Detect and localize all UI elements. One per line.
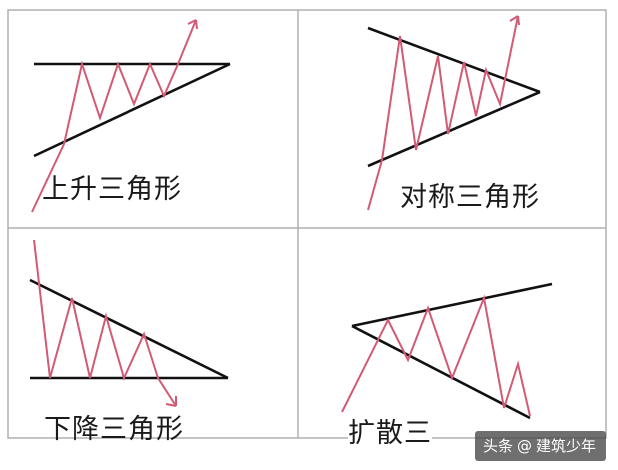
watermark-prefix: 头条 (482, 437, 513, 455)
breakout-arrow (187, 19, 198, 30)
watermark-at: @ (516, 437, 532, 455)
breakdown-arrow (165, 396, 177, 407)
upper-trend-line (367, 26, 541, 94)
lower-trend-line (351, 324, 531, 420)
panel-symmetric (367, 15, 541, 211)
price-line (341, 294, 531, 417)
label-ascending-triangle: 上升三角形 (42, 174, 182, 205)
upper-trend-line (351, 282, 553, 328)
price-line (367, 15, 519, 211)
price-line (31, 19, 197, 213)
label-symmetric-triangle: 对称三角形 (400, 182, 540, 213)
panel-expanding (341, 282, 553, 420)
label-expanding-triangle: 扩散三 (348, 418, 432, 449)
outer-border (7, 9, 607, 439)
panel-descending (29, 239, 229, 407)
label-descending-triangle: 下降三角形 (44, 414, 184, 445)
support-line (33, 62, 231, 158)
watermark-author: 建筑少年 (535, 437, 596, 455)
panel-borders (7, 9, 607, 439)
panel-ascending (31, 19, 231, 213)
price-line (33, 239, 177, 407)
lower-trend-line (367, 90, 541, 168)
resistance-line (29, 278, 229, 380)
breakout-arrow (509, 15, 520, 26)
watermark: 头条 @ 建筑少年 (474, 431, 606, 461)
